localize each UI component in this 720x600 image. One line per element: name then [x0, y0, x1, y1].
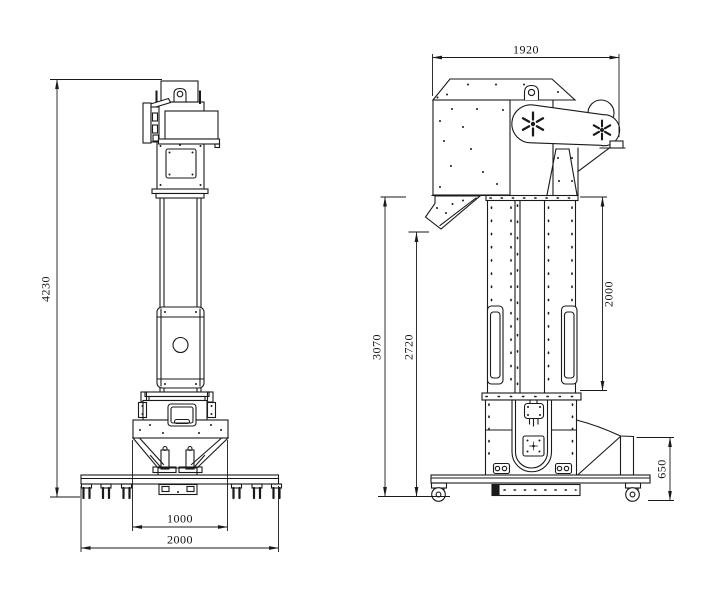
side-view-drawing [424, 78, 651, 502]
feed-hopper [575, 419, 635, 477]
inspection-hole [172, 336, 189, 354]
pulley-star-left [521, 111, 545, 137]
dim-side-head-width-label: 1920 [513, 42, 539, 57]
dim-front-boot-width-label: 1000 [167, 511, 193, 526]
dim-side-discharge-height-label: 2720 [401, 334, 416, 360]
dim-front-overall-height-label: 4230 [38, 276, 53, 302]
motor-box-front [164, 110, 219, 140]
front-view-drawing [80, 80, 283, 500]
hopper-front [131, 437, 230, 469]
dim-side-overall-height-label: 3070 [369, 334, 384, 360]
discharge-chute [424, 195, 482, 230]
belt-guard [511, 104, 621, 147]
dim-side-inlet-height-label: 650 [654, 459, 669, 479]
caster-right [624, 482, 642, 502]
dim-front-base-width-label: 2000 [167, 532, 193, 547]
caster-left [430, 482, 448, 502]
dimension-lines [50, 54, 674, 552]
pulley-star-right [592, 119, 612, 141]
dim-side-casing-length-label: 2000 [601, 281, 616, 307]
base-feet-front [80, 483, 283, 500]
